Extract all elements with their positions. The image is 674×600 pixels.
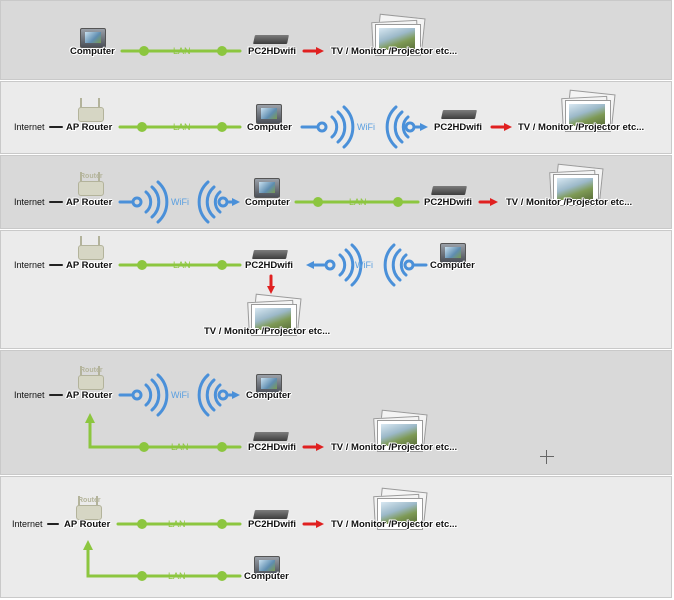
internet-label: Internet <box>12 519 43 529</box>
router-icon: Router <box>74 172 104 196</box>
tv-label: TV / Monitor /Projector etc... <box>331 46 458 57</box>
ap-router-label: AP Router <box>66 260 113 271</box>
computer-icon <box>254 178 280 198</box>
wifi-label: WiFi <box>355 260 373 270</box>
wifi-label: WiFi <box>171 390 189 400</box>
internet-label: Internet <box>14 122 45 132</box>
ap-router-label: AP Router <box>66 122 113 133</box>
panel-config-6 <box>0 476 672 598</box>
router-badge: Router <box>80 173 103 180</box>
pc2hd-label: PC2HDwifi <box>424 197 473 208</box>
lan-label: LAN <box>168 571 186 581</box>
lan-label: LAN <box>171 442 189 452</box>
tv-label: TV / Monitor /Projector etc... <box>331 519 458 530</box>
panel-config-5 <box>0 350 672 475</box>
pc2hd-label: PC2HDwifi <box>248 46 297 57</box>
tv-monitor-icon <box>560 89 616 132</box>
wifi-label: WiFi <box>357 122 375 132</box>
router-icon <box>74 98 104 122</box>
router-icon: Router <box>74 366 104 390</box>
computer-icon <box>80 28 106 48</box>
tv-label: TV / Monitor /Projector etc... <box>331 442 458 453</box>
computer-label: Computer <box>246 390 291 401</box>
tv-label: TV / Monitor /Projector etc... <box>518 122 645 133</box>
tv-monitor-icon <box>548 163 604 206</box>
tv-monitor-icon <box>246 293 302 336</box>
pc2hd-label: PC2HDwifi <box>434 122 483 133</box>
pc2hd-label: PC2HDwifi <box>248 442 297 453</box>
lan-label: LAN <box>173 122 191 132</box>
computer-label: Computer <box>430 260 475 271</box>
internet-label: Internet <box>14 197 45 207</box>
computer-icon <box>440 243 466 263</box>
computer-icon <box>256 104 282 124</box>
tv-monitor-icon <box>372 487 428 530</box>
computer-label: Computer <box>70 46 115 57</box>
pc2hd-label: PC2HDwifi <box>248 519 297 530</box>
computer-label: Computer <box>247 122 292 133</box>
ap-router-label: AP Router <box>64 519 111 530</box>
tv-monitor-icon <box>372 409 428 452</box>
panel-config-4 <box>0 230 672 349</box>
tv-label: TV / Monitor /Projector etc... <box>506 197 633 208</box>
router-icon: Router <box>72 496 102 520</box>
tv-monitor-icon <box>370 13 426 56</box>
router-badge: Router <box>78 497 101 504</box>
internet-label: Internet <box>14 260 45 270</box>
computer-icon <box>256 374 282 394</box>
lan-label: LAN <box>173 46 191 56</box>
router-badge: Router <box>80 367 103 374</box>
tv-label: TV / Monitor /Projector etc... <box>204 326 331 337</box>
internet-label: Internet <box>14 390 45 400</box>
lan-label: LAN <box>168 519 186 529</box>
ap-router-label: AP Router <box>66 197 113 208</box>
crosshair-cursor-icon <box>540 450 554 464</box>
lan-label: LAN <box>349 197 367 207</box>
wifi-label: WiFi <box>171 197 189 207</box>
computer-label: Computer <box>245 197 290 208</box>
router-icon <box>74 236 104 260</box>
lan-label: LAN <box>173 260 191 270</box>
computer-label: Computer <box>244 571 289 582</box>
pc2hd-label: PC2HDwifi <box>245 260 294 271</box>
computer-icon <box>254 556 280 576</box>
ap-router-label: AP Router <box>66 390 113 401</box>
panel-config-1 <box>0 0 672 80</box>
